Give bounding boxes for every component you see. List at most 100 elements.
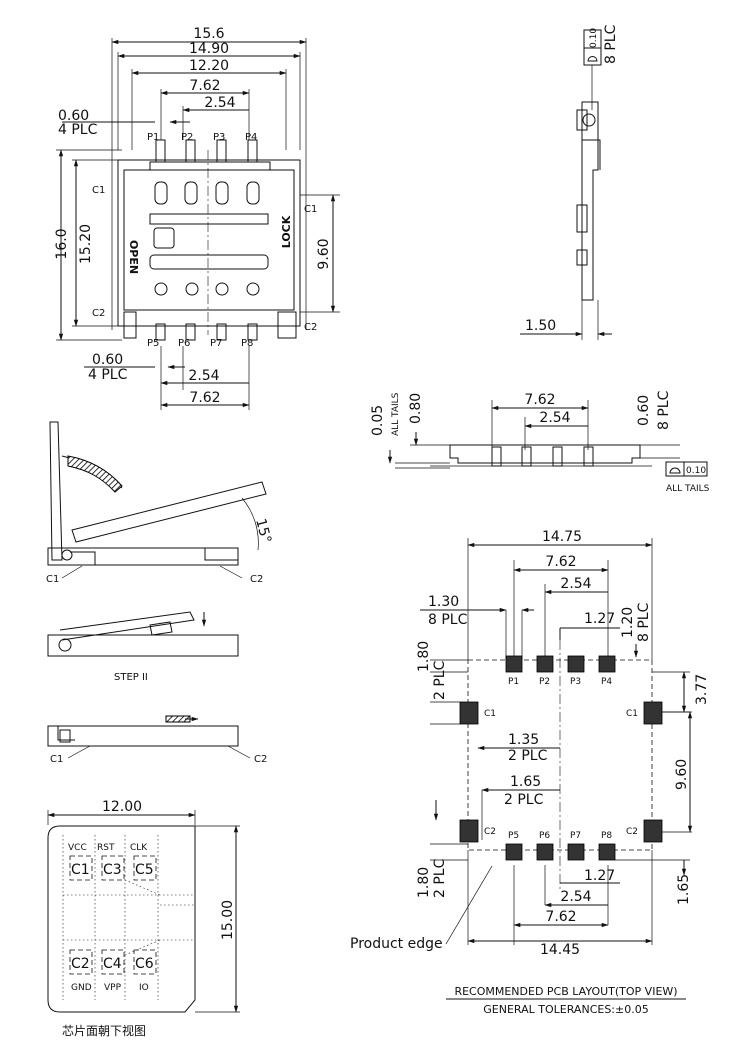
pcb-pin-p4: P4 (601, 677, 612, 687)
pcb-dim-2-54b: 2.54 (560, 889, 591, 905)
pcb-title: RECOMMENDED PCB LAYOUT(TOP VIEW) (454, 985, 677, 998)
step1-c1: C1 (46, 574, 59, 585)
pin-p6: P6 (178, 338, 190, 349)
pcb-c2-right: C2 (626, 827, 638, 837)
pcb-c1-left: C1 (484, 709, 496, 719)
pcb-dim-1-35: 1.35 (508, 732, 539, 748)
chip-caption: 芯片面朝下视图 (62, 1023, 146, 1038)
front-dim-2-54: 2.54 (539, 410, 570, 426)
pcb-dim-9-60: 9.60 (674, 759, 690, 790)
chip-dim-12-00: 12.00 (102, 799, 142, 815)
pcb-dim-1-80b: 1.80 (416, 867, 432, 898)
step3-c2: C2 (254, 754, 267, 765)
pcb-dim-1-30: 1.30 (428, 594, 459, 610)
pcb-dim-1-65b: 1.65 (676, 874, 692, 905)
pcb-8-plc-b: 8 PLC (636, 602, 652, 642)
pcb-dim-1-65: 1.65 (510, 774, 541, 790)
dim-b-7-62: 7.62 (189, 390, 220, 406)
pcb-pin-p7: P7 (570, 831, 581, 841)
pcb-dim-7-62b: 7.62 (545, 909, 576, 925)
pcb-dim-14-45: 14.45 (540, 942, 580, 958)
top-c2-right: C2 (304, 322, 317, 333)
front-flat-0-10: 0.10 (686, 466, 706, 476)
front-all-tails-2: ALL TAILS (666, 484, 710, 494)
top-c1-left: C1 (92, 185, 105, 196)
chip-view: 12.00 15.00 VCC RST CLK C1 C3 C5 C2 C4 C… (47, 799, 240, 1038)
step-angle: 15° (252, 517, 274, 545)
side-8-plc: 8 PLC (603, 24, 619, 64)
chip-c5: C5 (135, 862, 154, 878)
top-c2-left: C2 (92, 308, 105, 319)
step-iii-view: C1 C2 (47, 715, 267, 765)
chip-c6: C6 (135, 956, 154, 972)
pcb-2-plc-d: 2 PLC (432, 858, 448, 898)
dim-15-20: 15.20 (78, 224, 94, 264)
front-8-plc: 8 PLC (656, 390, 672, 430)
pcb-dim-7-62: 7.62 (545, 554, 576, 570)
pcb-8-plc-a: 8 PLC (428, 612, 468, 628)
pcb-product-edge: Product edge (350, 936, 443, 952)
dim-b-4-plc: 4 PLC (88, 367, 128, 383)
dim-16-0: 16.0 (54, 228, 70, 259)
dim-4-plc: 4 PLC (58, 122, 98, 138)
chip-rst: RST (97, 843, 115, 853)
dim-0-60: 0.60 (58, 108, 89, 124)
pcb-dim-1-80: 1.80 (416, 641, 432, 672)
step-open-view: 15° C1 C2 (46, 421, 274, 585)
dim-7-62: 7.62 (189, 78, 220, 94)
pcb-tolerance: GENERAL TOLERANCES:±0.05 (483, 1003, 648, 1016)
pcb-dim-2-54: 2.54 (560, 576, 591, 592)
pin-p7: P7 (210, 338, 222, 349)
lock-label: LOCK (280, 215, 293, 248)
dim-14-90: 14.90 (189, 41, 229, 57)
pcb-layout: 14.75 7.62 2.54 1.30 8 PLC 1.27 1.20 8 P… (350, 529, 710, 1016)
side-flat-0-10: 0.10 (589, 28, 599, 48)
dim-12-20: 12.20 (189, 58, 229, 74)
top-c1-right: C1 (304, 204, 317, 215)
pcb-pin-p3: P3 (570, 677, 581, 687)
pcb-pin-p5: P5 (508, 831, 519, 841)
front-dim-0-05: 0.05 (370, 405, 386, 436)
pin-p3: P3 (213, 132, 225, 143)
pcb-2-plc-a: 2 PLC (432, 660, 448, 700)
dim-b-2-54: 2.54 (188, 368, 219, 384)
step1-c2: C2 (250, 574, 263, 585)
pin-p1: P1 (147, 132, 159, 143)
chip-c1: C1 (71, 862, 90, 878)
chip-vcc: VCC (68, 843, 87, 853)
side-view: 0.10 8 PLC 1.50 (520, 24, 619, 340)
step-ii-view: STEP II (47, 611, 239, 683)
pin-p8: P8 (241, 338, 253, 349)
pin-p4: P4 (245, 132, 257, 143)
pcb-2-plc-b: 2 PLC (508, 748, 548, 764)
chip-io: IO (139, 983, 149, 993)
chip-c4: C4 (103, 956, 122, 972)
pcb-c2-left: C2 (484, 827, 496, 837)
pcb-dim-1-20: 1.20 (620, 607, 636, 638)
chip-c2: C2 (71, 956, 90, 972)
pcb-2-plc-c: 2 PLC (504, 792, 544, 808)
chip-vpp: VPP (104, 983, 122, 993)
chip-dim-15-00: 15.00 (220, 900, 236, 940)
pcb-pin-p1: P1 (508, 677, 519, 687)
front-dim-0-60: 0.60 (636, 395, 652, 426)
top-view: 15.6 14.90 12.20 7.62 2.54 0.60 4 PLC 16… (54, 26, 340, 410)
front-dim-7-62: 7.62 (524, 392, 555, 408)
step-ii-caption: STEP II (114, 672, 148, 683)
pcb-c1-right: C1 (626, 709, 638, 719)
dim-b-0-60: 0.60 (92, 352, 123, 368)
pcb-pin-p8: P8 (601, 831, 612, 841)
pcb-dim-1-27: 1.27 (584, 611, 615, 627)
front-all-tails: ALL TAILS (391, 392, 401, 436)
open-label: OPEN (127, 240, 140, 274)
dim-2-54: 2.54 (204, 95, 235, 111)
pcb-dim-14-75: 14.75 (542, 529, 582, 545)
front-view: 7.62 2.54 0.05 ALL TAILS 0.80 0.60 8 PLC… (370, 390, 710, 494)
pcb-dim-1-27b: 1.27 (584, 868, 615, 884)
dim-9-60: 9.60 (316, 238, 332, 269)
pcb-dim-3-77: 3.77 (694, 674, 710, 705)
pcb-pin-p6: P6 (539, 831, 550, 841)
pin-p2: P2 (181, 132, 193, 143)
pin-p5: P5 (147, 338, 159, 349)
